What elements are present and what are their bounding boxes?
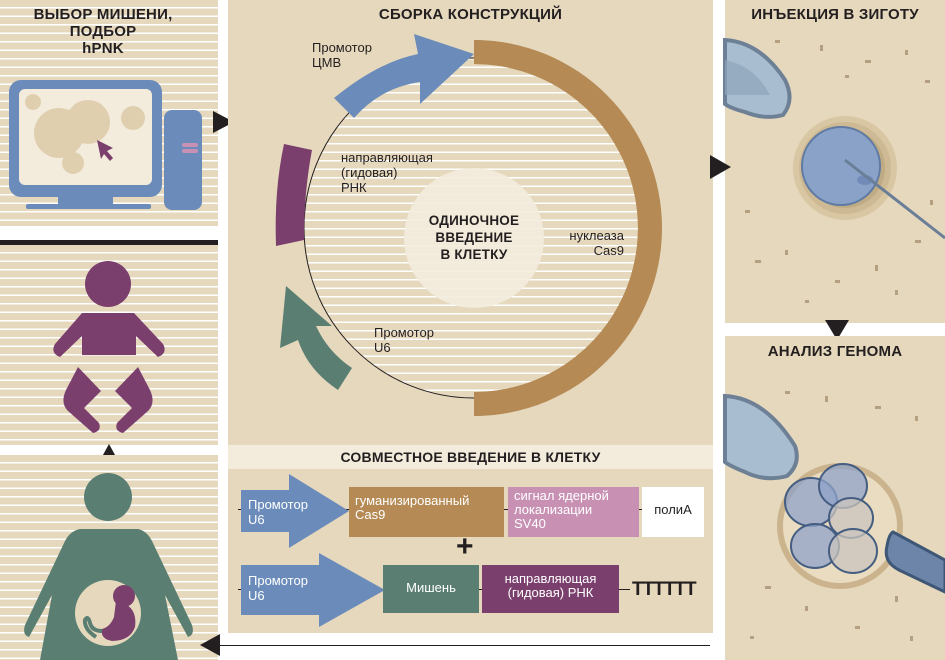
panel-title-co-delivery: СОВМЕСТНОЕ ВВЕДЕНИЕ В КЛЕТКУ (340, 449, 601, 465)
terminator-label: TTTTTT (632, 579, 697, 600)
label-line: (гидовая) РНК (507, 585, 594, 600)
label-line: SV40 (514, 516, 546, 531)
label-line: Промотор (248, 573, 308, 588)
box-guide-rna: направляющая (гидовая) РНК (482, 565, 619, 613)
box-humanized-cas9: гуманизированный Cas9 (349, 487, 504, 537)
co-delivery-header (228, 445, 713, 469)
panel-title-genome-analysis: АНАЛИЗ ГЕНОМА (767, 343, 903, 360)
label-line: Промотор (248, 497, 308, 512)
label-line: ЦМВ (312, 55, 342, 70)
box-polya: полиА (642, 487, 704, 537)
label-line: ОДИНОЧНОЕ (428, 213, 520, 228)
flow-arrow-down (825, 320, 849, 340)
segment-u6-promoter (280, 286, 352, 390)
label-line: нуклеаза (569, 228, 624, 243)
label-guide-rna: направляющая (гидовая) РНК (341, 150, 433, 195)
plus-sign: + (456, 530, 474, 563)
label-line: (гидовая) (341, 165, 398, 180)
promoter-u6-arrow-row2 (241, 553, 385, 627)
label-line: РНК (341, 180, 367, 195)
label-line: направляющая (504, 571, 597, 586)
title-line: hPNK (82, 40, 124, 57)
label-line: Мишень (406, 580, 456, 595)
label-line: Промотор (312, 40, 372, 55)
panel-title-zygote-injection: ИНЪЕКЦИЯ В ЗИГОТУ (751, 6, 919, 23)
computer-icon (9, 80, 202, 210)
return-line (218, 645, 710, 646)
segment-cas9-fill (474, 40, 660, 416)
flow-arrow-left (200, 634, 220, 656)
box-sv40-nls: сигнал ядерной локализации SV40 (508, 487, 639, 537)
title-line: ВЫБОР МИШЕНИ, (33, 6, 173, 23)
label-line: локализации (514, 502, 593, 517)
panel-zygote-injection: ИНЪЕКЦИЯ В ЗИГОТУ (723, 0, 945, 323)
label-u6-promoter: Промотор U6 (374, 325, 434, 355)
label-promoter-u6-row1: Промотор U6 (248, 497, 308, 527)
plasmid-center-label: ОДИНОЧНОЕ ВВЕДЕНИЕ В КЛЕТКУ (404, 212, 544, 263)
title-line: ПОДБОР (69, 23, 137, 40)
panel-pregnancy (0, 455, 218, 660)
panel-target-selection: ВЫБОР МИШЕНИ, ПОДБОР hPNK (0, 0, 218, 226)
panel-title-target-selection: ВЫБОР МИШЕНИ, ПОДБОР hPNK (0, 6, 206, 57)
label-line: U6 (248, 512, 265, 527)
zygote-injection-illustration (723, 37, 945, 303)
segment-guide-rna (275, 144, 312, 246)
panel-genome-analysis: АНАЛИЗ ГЕНОМА (723, 336, 945, 660)
label-line: полиА (654, 502, 692, 517)
panel-title-construct-assembly: СБОРКА КОНСТРУКЦИЙ (378, 6, 563, 23)
label-line: направляющая (341, 150, 433, 165)
baby-icon (53, 261, 165, 433)
label-line: гуманизированный (355, 493, 470, 508)
cursor-icon (97, 140, 113, 161)
label-cas9: нуклеаза Cas9 (548, 228, 624, 258)
label-line: U6 (248, 588, 265, 603)
genome-analysis-illustration (723, 391, 945, 641)
label-line: U6 (374, 340, 391, 355)
promoter-u6-arrow-row1 (241, 474, 349, 548)
center-highlight (404, 168, 544, 308)
divider-bar (0, 240, 218, 245)
label-line: сигнал ядерной (514, 488, 609, 503)
panel-birth (0, 245, 218, 445)
label-line: ВВЕДЕНИЕ (435, 230, 513, 245)
label-cmv-promoter: Промотор ЦМВ (312, 40, 372, 70)
label-promoter-u6-row2: Промотор U6 (248, 573, 308, 603)
label-line: Промотор (374, 325, 434, 340)
pregnant-woman-icon (24, 473, 193, 660)
plasmid-diagram (275, 34, 662, 416)
box-target: Мишень (383, 565, 479, 613)
flow-arrow-right-2 (710, 155, 731, 179)
label-line: Cas9 (355, 507, 386, 522)
label-line: Cas9 (593, 243, 624, 258)
segment-cmv-promoter (334, 34, 474, 118)
label-line: В КЛЕТКУ (440, 247, 508, 262)
